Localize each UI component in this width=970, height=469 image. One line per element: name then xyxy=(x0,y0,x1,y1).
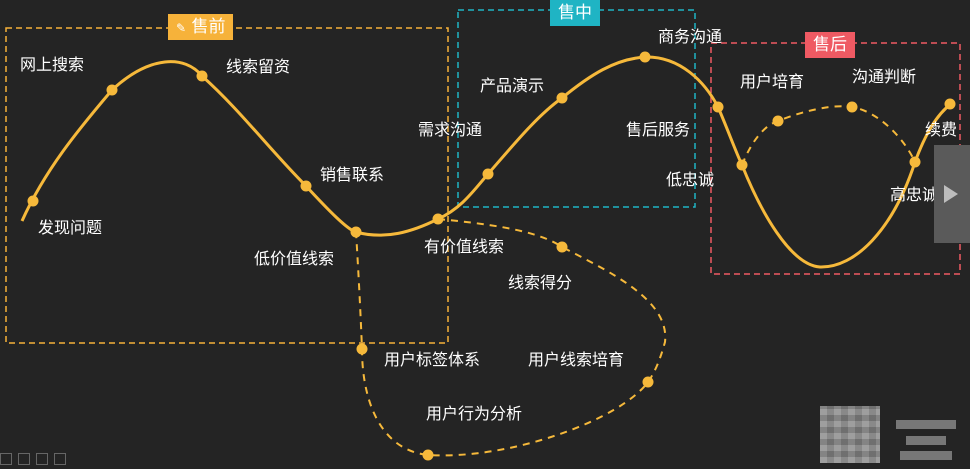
user-nurturing-arc xyxy=(741,105,916,166)
post-sales-label: 售后 xyxy=(813,35,847,55)
label-product-demo: 产品演示 xyxy=(480,76,545,95)
node-find-problem xyxy=(27,195,39,207)
curve-nodes xyxy=(27,51,956,461)
next-slide-button[interactable] xyxy=(934,145,970,243)
node-after-sales-service xyxy=(712,101,724,113)
arrow-right-icon xyxy=(944,185,958,203)
node-low-value-lead xyxy=(350,226,362,238)
label-business-negotiation: 商务沟通 xyxy=(658,27,723,46)
node-online-search xyxy=(106,84,118,96)
label-needs-communication: 需求沟通 xyxy=(418,120,483,139)
label-communication-judgement: 沟通判断 xyxy=(852,67,917,86)
mid-sales-tag: 售中 xyxy=(550,0,600,26)
node-sales-contact xyxy=(300,180,312,192)
pen-icon: ✎ xyxy=(176,21,187,35)
label-sales-contact: 销售联系 xyxy=(320,165,385,184)
label-valuable-lead: 有价值线索 xyxy=(424,237,505,256)
label-user-tag-system: 用户标签体系 xyxy=(384,350,481,369)
tool-icon[interactable] xyxy=(54,453,66,465)
node-communication-judgement xyxy=(846,101,858,113)
slide-toolbar xyxy=(0,450,90,465)
label-online-search: 网上搜索 xyxy=(20,55,85,74)
label-user-lead-nurturing: 用户线索培育 xyxy=(528,350,625,369)
node-low-loyalty xyxy=(736,159,748,171)
tool-icon[interactable] xyxy=(36,453,48,465)
node-user-tag-system xyxy=(356,343,368,355)
node-lead-capture xyxy=(196,70,208,82)
node-user-lead-nurturing xyxy=(642,376,654,388)
node-product-demo xyxy=(556,92,568,104)
label-low-value-lead: 低价值线索 xyxy=(254,249,335,268)
pre-sales-label: 售前 xyxy=(191,17,226,37)
label-user-behavior-analysis: 用户行为分析 xyxy=(426,404,523,423)
node-user-nurturing xyxy=(772,115,784,127)
label-find-problem: 发现问题 xyxy=(38,218,103,237)
node-user-behavior-analysis xyxy=(422,449,434,461)
mid-sales-box xyxy=(457,9,696,208)
node-lead-scoring xyxy=(556,241,568,253)
label-renewal: 续费 xyxy=(925,120,958,139)
blurred-text-line xyxy=(906,436,946,445)
label-lead-capture: 线索留资 xyxy=(226,57,291,76)
label-user-nurturing: 用户培育 xyxy=(740,72,805,91)
pre-sales-tag: ✎ 售前 xyxy=(168,14,234,40)
node-renewal xyxy=(944,98,956,110)
tool-icon[interactable] xyxy=(0,453,12,465)
label-low-loyalty: 低忠诚 xyxy=(666,170,715,189)
tool-icon[interactable] xyxy=(18,453,30,465)
label-after-sales-service: 售后服务 xyxy=(626,120,691,139)
post-sales-tag: 售后 xyxy=(805,32,855,58)
node-valuable-lead xyxy=(432,213,444,225)
node-high-loyalty xyxy=(909,156,921,168)
blurred-avatar xyxy=(820,406,880,463)
blurred-text-line xyxy=(896,420,956,429)
node-needs-communication xyxy=(482,168,494,180)
node-business-negotiation xyxy=(639,51,651,63)
mid-sales-label: 售中 xyxy=(558,3,592,23)
label-high-loyalty: 高忠诚 xyxy=(890,185,939,204)
label-lead-scoring: 线索得分 xyxy=(508,273,573,292)
blurred-text-line xyxy=(900,451,952,460)
